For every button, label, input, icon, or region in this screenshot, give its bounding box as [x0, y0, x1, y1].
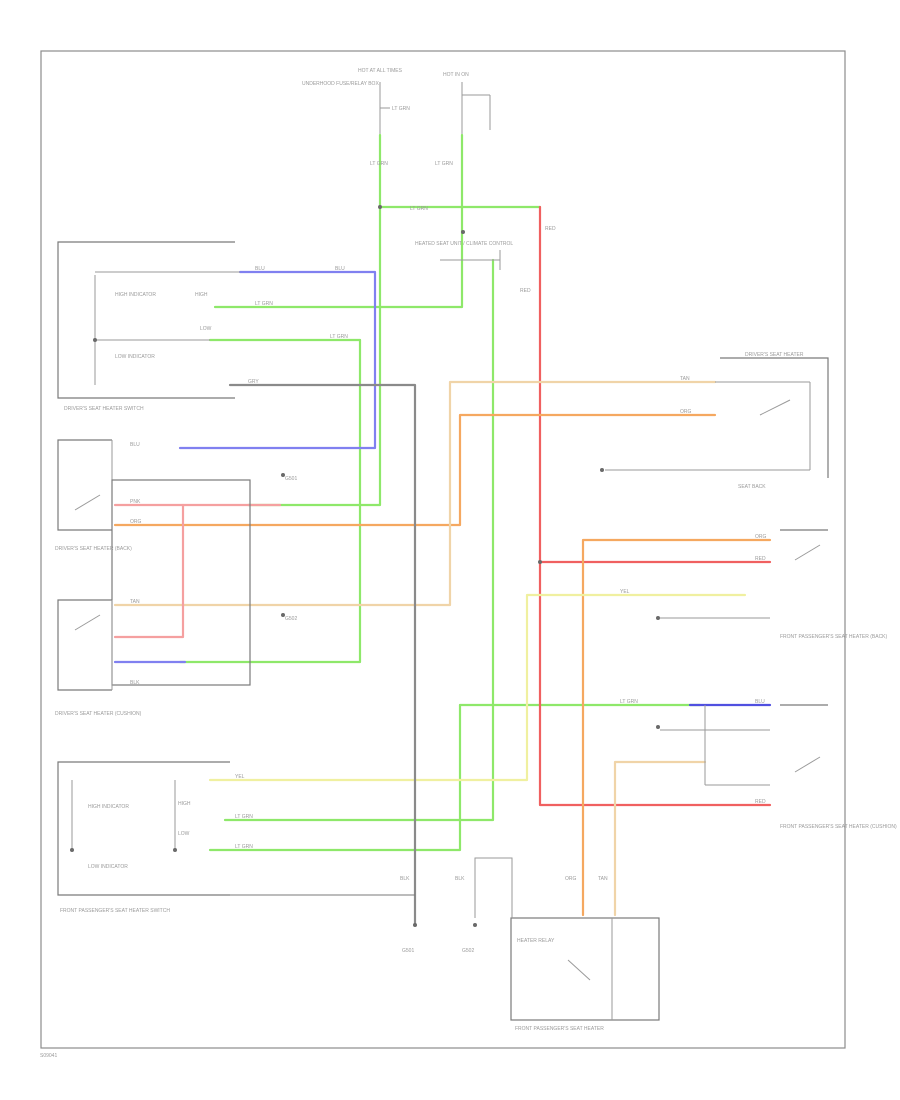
svg-text:HEATED SEAT UNIT / CLIMATE CON: HEATED SEAT UNIT / CLIMATE CONTROL [415, 241, 513, 247]
svg-text:DRIVER'S SEAT HEATER (CUSHION): DRIVER'S SEAT HEATER (CUSHION) [55, 711, 142, 717]
svg-text:LT GRN: LT GRN [392, 106, 410, 112]
label-lt-grn-b: LT GRN [435, 161, 453, 167]
label-lt-grn-h: LT GRN [235, 844, 253, 850]
label-blk-c: BLK [455, 876, 465, 882]
label-red-b: RED [520, 288, 531, 294]
diagram-frame [40, 50, 846, 1049]
label-org-a: ORG [680, 409, 692, 415]
label-blu-d: BLU [755, 699, 765, 705]
wire-lt-grn-6 [208, 703, 462, 852]
right-mid: FRONT PASSENGER'S SEAT HEATER (BACK) [656, 529, 888, 640]
driver-heater-switch: HIGH INDICATOR LOW INDICATOR HIGH LOW DR… [57, 241, 240, 412]
wire-tan-2 [613, 760, 707, 917]
label-tan-a: TAN [680, 376, 690, 382]
label-lt-grn-f: LT GRN [620, 699, 638, 705]
label-org-d: ORG [565, 876, 577, 882]
svg-text:HIGH: HIGH [195, 292, 208, 298]
label-blk-b: BLK [400, 876, 410, 882]
wire-org-2 [581, 538, 772, 917]
wire-yel-1 [208, 593, 747, 782]
label-blu-c: BLU [130, 442, 140, 448]
svg-text:DRIVER'S SEAT HEATER: DRIVER'S SEAT HEATER [745, 352, 804, 358]
wire-lt-grn-2 [213, 133, 464, 309]
svg-text:HIGH: HIGH [178, 801, 191, 807]
svg-text:HOT IN ON: HOT IN ON [443, 72, 469, 78]
wire-gry-1 [228, 383, 417, 927]
svg-text:G502: G502 [462, 948, 474, 954]
label-pnk-a: PNK [130, 499, 141, 505]
svg-text:FRONT PASSENGER'S SEAT HEATER: FRONT PASSENGER'S SEAT HEATER [515, 1026, 604, 1032]
wire-red-main [538, 205, 772, 807]
svg-text:LOW: LOW [178, 831, 190, 837]
wire-lt-grn-4 [178, 338, 362, 664]
svg-text:G501: G501 [285, 476, 297, 482]
wire-tan-1 [113, 380, 717, 607]
label-blu-a: BLU [255, 266, 265, 272]
wire-blu-1 [178, 270, 377, 450]
svg-text:UNDERHOOD FUSE/RELAY BOX: UNDERHOOD FUSE/RELAY BOX [302, 81, 379, 87]
wire-lt-grn-3 [223, 258, 495, 822]
svg-text:LOW INDICATOR: LOW INDICATOR [88, 864, 128, 870]
right-low: FRONT PASSENGER'S SEAT HEATER (CUSHION) [656, 704, 897, 830]
label-lt-grn-a: LT GRN [370, 161, 388, 167]
label-red-d: RED [755, 799, 766, 805]
splice-dot [173, 848, 177, 852]
svg-text:G502: G502 [285, 616, 297, 622]
label-blk-a: BLK [130, 680, 140, 686]
label-tan-c: TAN [598, 876, 608, 882]
wire-lt-grn-1 [246, 133, 382, 507]
label-lt-grn-c: LT GRN [410, 206, 428, 212]
svg-text:FRONT PASSENGER'S SEAT HEATER: FRONT PASSENGER'S SEAT HEATER SWITCH [60, 908, 170, 914]
svg-text:FRONT PASSENGER'S SEAT HEATER: FRONT PASSENGER'S SEAT HEATER (CUSHION) [780, 824, 897, 830]
svg-text:DRIVER'S SEAT HEATER SWITCH: DRIVER'S SEAT HEATER SWITCH [64, 406, 144, 412]
label-lt-grn-e: LT GRN [330, 334, 348, 340]
driver-heater-back: DRIVER'S SEAT HEATER (BACK) G501 [55, 439, 297, 686]
svg-text:HIGH INDICATOR: HIGH INDICATOR [88, 804, 129, 810]
label-gry-a: GRY [248, 379, 259, 385]
svg-text:FRONT PASSENGER'S SEAT HEATER: FRONT PASSENGER'S SEAT HEATER (BACK) [780, 634, 888, 640]
passenger-switch: HIGH INDICATOR LOW INDICATOR HIGH LOW FR… [57, 761, 415, 914]
label-tan-b: TAN [130, 599, 140, 605]
splice-dot [538, 560, 542, 564]
bottom-relay: HEATER RELAY FRONT PASSENGER'S SEAT HEAT… [474, 857, 660, 1032]
wire-org-1 [113, 413, 717, 527]
splice-dot [93, 338, 97, 342]
label-yel-a: YEL [620, 589, 630, 595]
wire-pnk-2 [113, 503, 185, 639]
label-red-a: RED [545, 226, 556, 232]
label-lt-grn-g: LT GRN [235, 814, 253, 820]
driver-heater-cushion: DRIVER'S SEAT HEATER (CUSHION) G502 [55, 599, 297, 717]
svg-text:G501: G501 [402, 948, 414, 954]
label-blu-b: BLU [335, 266, 345, 272]
svg-text:HEATER RELAY: HEATER RELAY [517, 938, 555, 944]
splice-dot [70, 848, 74, 852]
svg-text:DRIVER'S SEAT HEATER (BACK): DRIVER'S SEAT HEATER (BACK) [55, 546, 132, 552]
svg-text:HOT AT ALL TIMES: HOT AT ALL TIMES [358, 68, 403, 74]
label-yel-b: YEL [235, 774, 245, 780]
top-fuse-right: HOT IN ON [443, 72, 491, 135]
svg-text:SEAT BACK: SEAT BACK [738, 484, 766, 490]
label-org-b: ORG [130, 519, 142, 525]
svg-text:LOW: LOW [200, 326, 212, 332]
label-lt-grn-d: LT GRN [255, 301, 273, 307]
splice-dot [378, 205, 382, 209]
label-org-c: ORG [755, 534, 767, 540]
right-top-switch: DRIVER'S SEAT HEATER SEAT BACK [600, 352, 829, 490]
center-unit: HEATED SEAT UNIT / CLIMATE CONTROL [415, 230, 513, 270]
ground-g501: G501 [402, 923, 417, 954]
label-red-c: RED [755, 556, 766, 562]
figure-id: S09041 [40, 1053, 57, 1059]
ground-g502: G502 [462, 923, 477, 954]
svg-text:LOW INDICATOR: LOW INDICATOR [115, 354, 155, 360]
svg-text:HIGH INDICATOR: HIGH INDICATOR [115, 292, 156, 298]
top-fuse-left: HOT AT ALL TIMES UNDERHOOD FUSE/RELAY BO… [302, 68, 410, 135]
